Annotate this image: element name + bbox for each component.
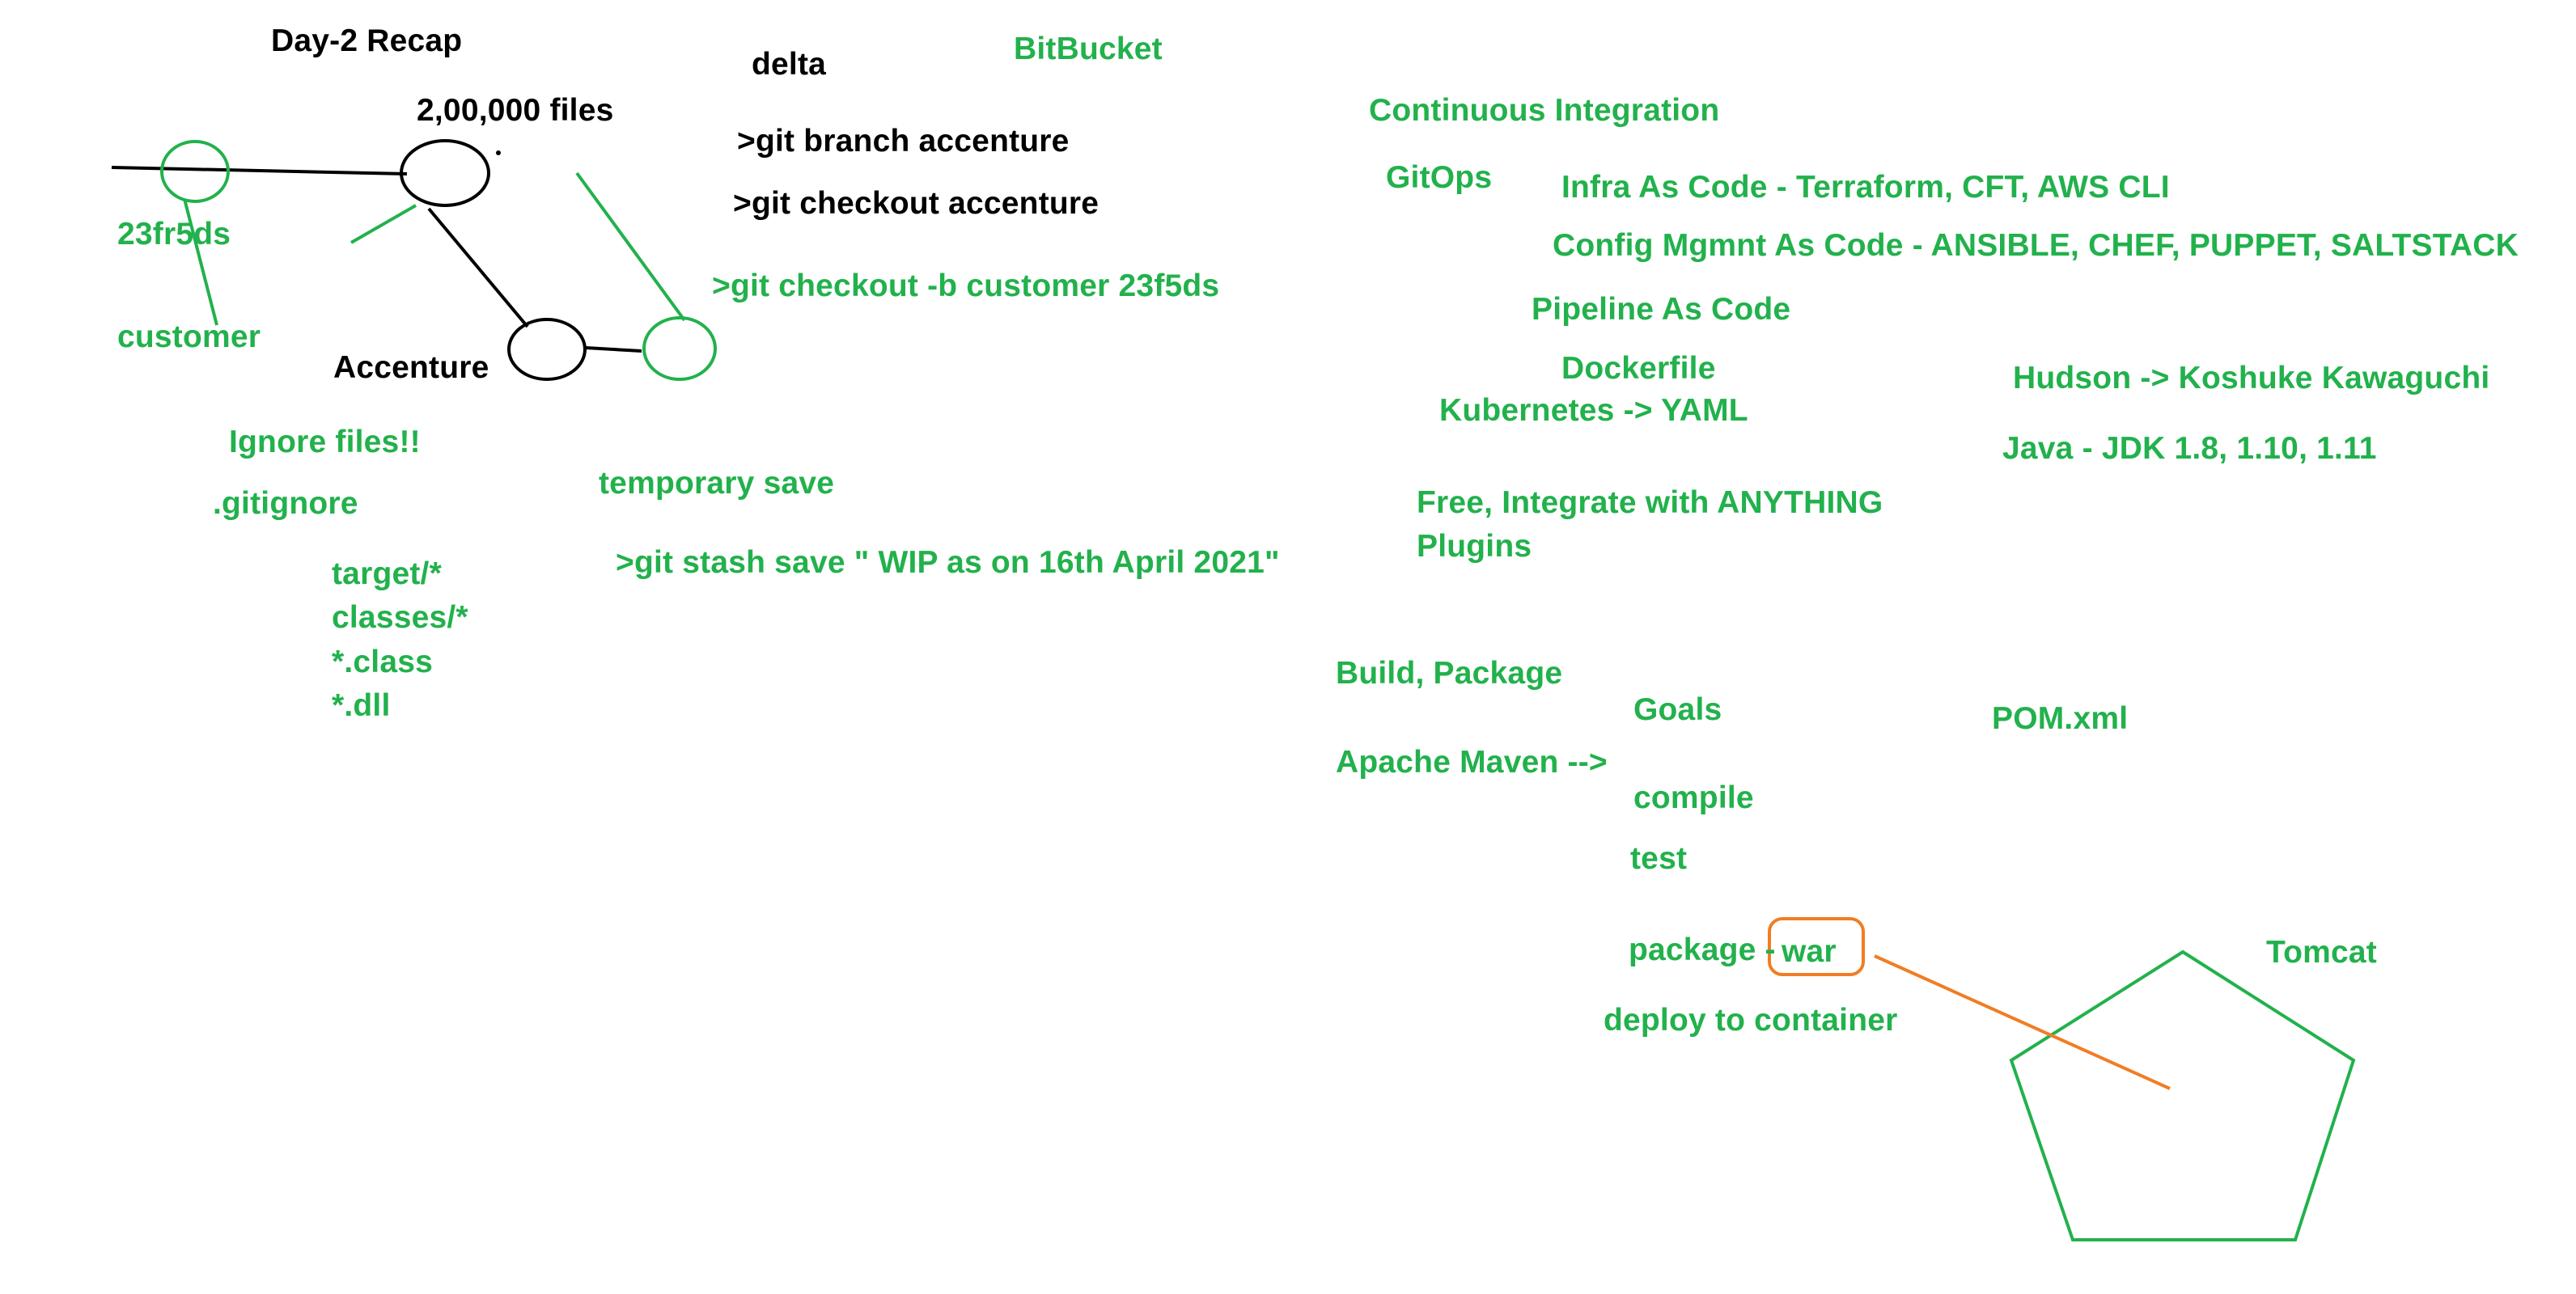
- short-tick-line: [350, 204, 417, 244]
- build-package-label: Build, Package: [1336, 656, 1563, 691]
- accenture-commit-circle: [507, 318, 587, 381]
- ignore-pattern-target: target/*: [332, 556, 442, 591]
- temporary-save-label: temporary save: [599, 466, 835, 501]
- customer-pointer-line: [183, 198, 218, 326]
- package-goal-label: package -: [1629, 932, 1776, 967]
- ignore-pattern-classes: classes/*: [332, 600, 468, 635]
- goals-label: Goals: [1633, 692, 1722, 727]
- customer-branch-label: customer: [117, 319, 261, 354]
- war-highlight-box: [1768, 917, 1865, 976]
- dot-mark: [496, 150, 501, 155]
- commit-23fr5ds-circle: [160, 140, 230, 203]
- checkout-pointer-line: [575, 171, 686, 322]
- tomcat-label: Tomcat: [2266, 935, 2377, 970]
- war-to-tomcat-line: [1874, 954, 2171, 1090]
- free-integrate-label: Free, Integrate with ANYTHING: [1417, 485, 1883, 520]
- infra-as-code-label: Infra As Code - Terraform, CFT, AWS CLI: [1561, 170, 2170, 205]
- files-count-label: 2,00,000 files: [417, 93, 614, 128]
- compile-goal-label: compile: [1633, 780, 1754, 815]
- green-annotations: [160, 140, 2356, 1241]
- tomcat-pentagon: [2009, 949, 2356, 1241]
- delta-label: delta: [752, 47, 827, 82]
- pipeline-as-code-label: Pipeline As Code: [1532, 292, 1791, 327]
- git-checkout-command: >git checkout accenture: [733, 186, 1099, 221]
- git-commit-graph: [111, 139, 642, 381]
- gitignore-label: .gitignore: [213, 486, 358, 521]
- deploy-goal-label: deploy to container: [1604, 1003, 1898, 1038]
- continuous-integration-label: Continuous Integration: [1369, 93, 1720, 128]
- plugins-label: Plugins: [1417, 529, 1532, 564]
- page-title: Day-2 Recap: [271, 23, 463, 58]
- head-commit-circle: [400, 139, 490, 207]
- apache-maven-label: Apache Maven -->: [1336, 745, 1608, 780]
- ignore-pattern-class-files: *.class: [332, 645, 434, 679]
- ignore-files-label: Ignore files!!: [229, 425, 421, 459]
- dockerfile-label: Dockerfile: [1561, 351, 1716, 386]
- test-goal-label: test: [1630, 841, 1688, 876]
- accenture-branch-line: [427, 207, 529, 328]
- bitbucket-label: BitBucket: [1014, 32, 1163, 66]
- accenture-branch-label: Accenture: [333, 350, 489, 385]
- new-commit-circle: [642, 316, 717, 381]
- git-branch-command: >git branch accenture: [737, 124, 1070, 159]
- pom-label: POM.xml: [1992, 701, 2129, 736]
- commit-id-label: 23fr5ds: [117, 217, 231, 252]
- war-label: war: [1782, 934, 1837, 969]
- gitops-label: GitOps: [1386, 160, 1493, 195]
- config-as-code-label: Config Mgmnt As Code - ANSIBLE, CHEF, PU…: [1553, 228, 2519, 263]
- ignore-pattern-dll-files: *.dll: [332, 688, 391, 723]
- orange-highlight: [1768, 917, 2171, 1090]
- java-label: Java - JDK 1.8, 1.10, 1.11: [2002, 431, 2377, 466]
- kubernetes-label: Kubernetes -> YAML: [1439, 393, 1748, 428]
- main-branch-line: [111, 166, 408, 175]
- git-checkout-b-command: >git checkout -b customer 23f5ds: [712, 269, 1220, 303]
- accenture-to-customer-line: [585, 346, 642, 353]
- hudson-label: Hudson -> Koshuke Kawaguchi: [2013, 361, 2490, 395]
- git-stash-command: >git stash save " WIP as on 16th April 2…: [616, 545, 1280, 580]
